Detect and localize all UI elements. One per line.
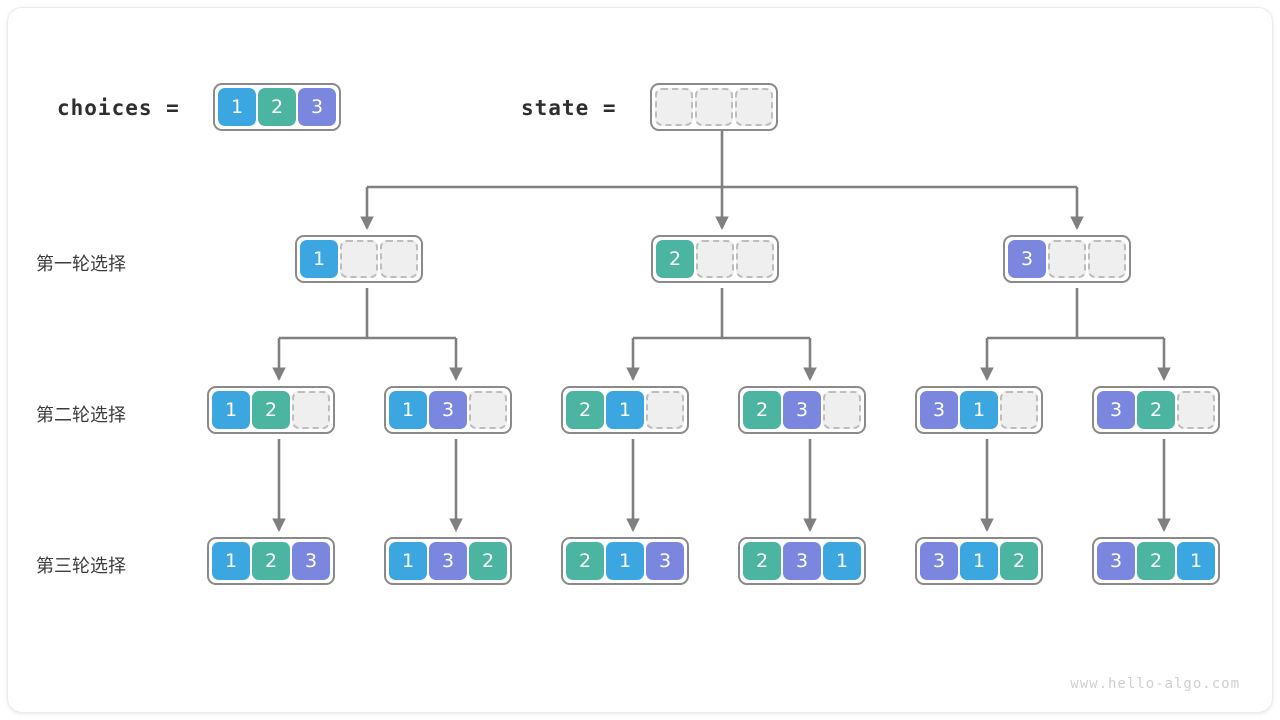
round3-node-0-cell-2: 3 xyxy=(292,542,330,580)
round2-node-1-cell-0: 1 xyxy=(389,391,427,429)
round3-node-4-cell-1: 1 xyxy=(960,542,998,580)
round1-node-2-cell-0: 3 xyxy=(1008,240,1046,278)
round2-node-4-cell-1: 1 xyxy=(960,391,998,429)
round2-node-1-cell-2 xyxy=(469,391,507,429)
round1-node-2-cell-1 xyxy=(1048,240,1086,278)
round3-node-4-cell-2: 2 xyxy=(1000,542,1038,580)
round1-node-0-cell-2 xyxy=(380,240,418,278)
choices-cell-2: 3 xyxy=(298,88,336,126)
row-label-round-3: 第三轮选择 xyxy=(36,556,126,577)
round3-node-2-cell-2: 3 xyxy=(646,542,684,580)
choices-cell-1: 2 xyxy=(258,88,296,126)
round2-node-0-cell-2 xyxy=(292,391,330,429)
round2-node-2-cell-2 xyxy=(646,391,684,429)
round2-node-4-cell-2 xyxy=(1000,391,1038,429)
round3-node-1-cell-1: 3 xyxy=(429,542,467,580)
round2-node-2-cell-1: 1 xyxy=(606,391,644,429)
round3-node-4-cell-0: 3 xyxy=(920,542,958,580)
round3-node-3-cell-1: 3 xyxy=(783,542,821,580)
round2-node-5-cell-1: 2 xyxy=(1137,391,1175,429)
round1-node-0-cell-1 xyxy=(340,240,378,278)
round1-node-1: 2 xyxy=(651,235,779,283)
round2-node-5-cell-2 xyxy=(1177,391,1215,429)
choices-label: choices = xyxy=(57,96,180,120)
round2-node-1-cell-1: 3 xyxy=(429,391,467,429)
round2-node-3-cell-1: 3 xyxy=(783,391,821,429)
state-label: state = xyxy=(521,96,617,120)
round3-node-5-cell-1: 2 xyxy=(1137,542,1175,580)
round1-node-0: 1 xyxy=(295,235,423,283)
round3-node-1-cell-2: 2 xyxy=(469,542,507,580)
round3-node-2-cell-0: 2 xyxy=(566,542,604,580)
round3-node-3-cell-0: 2 xyxy=(743,542,781,580)
round1-node-1-cell-2 xyxy=(736,240,774,278)
row-label-round-2: 第二轮选择 xyxy=(36,405,126,426)
round3-node-5-cell-2: 1 xyxy=(1177,542,1215,580)
round3-node-0-cell-0: 1 xyxy=(212,542,250,580)
round2-node-0-cell-1: 2 xyxy=(252,391,290,429)
state-cell-0 xyxy=(655,88,693,126)
round3-node-2-cell-1: 1 xyxy=(606,542,644,580)
round1-node-0-cell-0: 1 xyxy=(300,240,338,278)
row-label-round-1: 第一轮选择 xyxy=(36,254,126,275)
round2-node-5-cell-0: 3 xyxy=(1097,391,1135,429)
state-cell-2 xyxy=(735,88,773,126)
round2-node-2-cell-0: 2 xyxy=(566,391,604,429)
round1-node-1-cell-1 xyxy=(696,240,734,278)
round2-node-3-cell-2 xyxy=(823,391,861,429)
site-watermark: www.hello-algo.com xyxy=(1070,676,1240,692)
state-array xyxy=(650,83,778,131)
round1-node-1-cell-0: 2 xyxy=(656,240,694,278)
round3-node-0-cell-1: 2 xyxy=(252,542,290,580)
state-cell-1 xyxy=(695,88,733,126)
choices-cell-0: 1 xyxy=(218,88,256,126)
round1-node-2-cell-2 xyxy=(1088,240,1126,278)
round3-node-5-cell-0: 3 xyxy=(1097,542,1135,580)
round2-node-0-cell-0: 1 xyxy=(212,391,250,429)
round1-node-2: 3 xyxy=(1003,235,1131,283)
round2-node-4-cell-0: 3 xyxy=(920,391,958,429)
round3-node-1-cell-0: 1 xyxy=(389,542,427,580)
round3-node-3-cell-2: 1 xyxy=(823,542,861,580)
round2-node-3-cell-0: 2 xyxy=(743,391,781,429)
